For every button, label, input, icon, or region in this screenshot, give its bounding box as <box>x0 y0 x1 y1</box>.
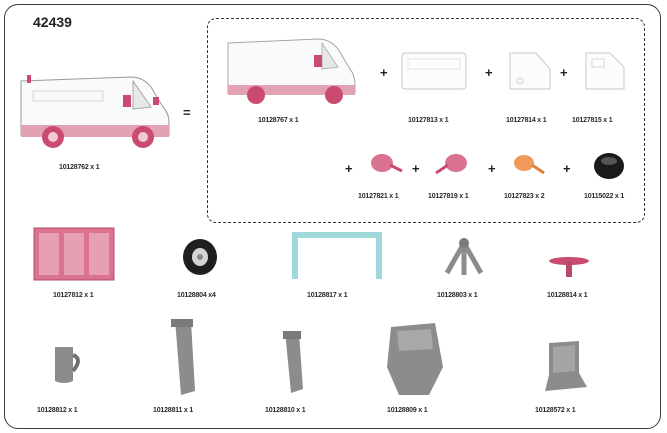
part-label: 10128804 x4 <box>177 292 216 299</box>
plus-sign: + <box>412 161 420 176</box>
side-panel-icon <box>509 52 551 90</box>
roof-panel-icon <box>401 52 467 90</box>
part-label: 10127812 x 1 <box>53 292 94 299</box>
part-label: 10128767 x 1 <box>258 117 299 124</box>
part-label: 10127815 x 1 <box>572 117 613 124</box>
plus-sign: + <box>560 65 568 80</box>
grey-long-arm-icon <box>171 319 195 395</box>
pink-lamp-icon <box>435 154 467 175</box>
pink-panel-icon <box>33 227 115 281</box>
grey-cup-icon <box>55 347 80 383</box>
plus-sign: + <box>485 65 493 80</box>
equals-sign: = <box>183 105 191 120</box>
plus-sign: + <box>563 161 571 176</box>
part-label: 10127813 x 1 <box>408 117 449 124</box>
pink-mirror-icon <box>371 154 403 173</box>
black-dome-icon <box>594 153 624 179</box>
pink-stand-icon <box>549 257 589 277</box>
plus-sign: + <box>380 65 388 80</box>
part-label: 10128572 x 1 <box>535 407 576 414</box>
set-number: 42439 <box>33 14 72 30</box>
parts-sheet: 42439 10128762 x 1 = 10128767 x 1 + <box>4 4 661 429</box>
part-label: 10128803 x 1 <box>437 292 478 299</box>
main-part-label: 10128762 x 1 <box>59 164 100 171</box>
part-label: 10128810 x 1 <box>265 407 306 414</box>
rear-panel-icon <box>585 52 625 90</box>
grey-seat-block-icon <box>387 323 443 395</box>
part-label: 10128812 x 1 <box>37 407 78 414</box>
part-label: 10115022 x 1 <box>584 193 625 200</box>
plus-sign: + <box>488 161 496 176</box>
grey-chair-icon <box>545 341 587 391</box>
cyan-frame-icon <box>292 232 382 279</box>
plus-sign: + <box>345 161 353 176</box>
grey-tripod-icon <box>444 238 484 275</box>
part-label: 10128809 x 1 <box>387 407 428 414</box>
part-label: 10127819 x 1 <box>428 193 469 200</box>
part-label: 10127823 x 2 <box>504 193 545 200</box>
part-label: 10127814 x 1 <box>506 117 547 124</box>
van-assembly-icon <box>20 75 170 148</box>
part-label: 10127821 x 1 <box>358 193 399 200</box>
part-label: 10128814 x 1 <box>547 292 588 299</box>
subassembly-box: 10128767 x 1 + 10127813 x 1 + 10127814 x… <box>207 18 645 223</box>
van-body-icon <box>227 38 356 104</box>
grey-short-arm-icon <box>283 331 303 393</box>
wheel-icon <box>183 239 217 275</box>
orange-lamp-icon <box>514 155 545 175</box>
part-label: 10128811 x 1 <box>153 407 194 414</box>
part-label: 10128817 x 1 <box>307 292 348 299</box>
